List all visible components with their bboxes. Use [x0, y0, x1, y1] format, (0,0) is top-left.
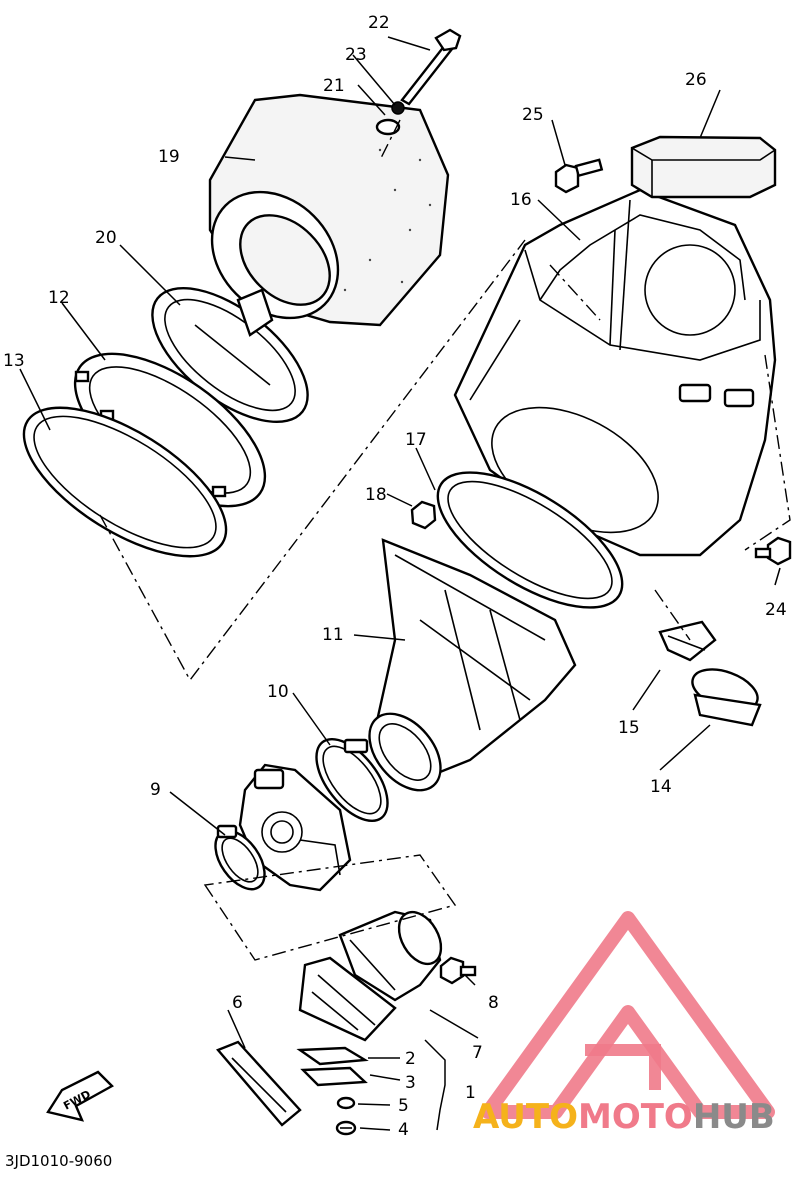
callout-14: 14 [650, 777, 672, 797]
nut-18-drawing [410, 500, 437, 530]
reed-valve-drawing [298, 956, 397, 1042]
clamp-9-drawing [214, 824, 266, 891]
carburetor-joint-drawing [338, 910, 443, 1002]
callout-15: 15 [618, 718, 640, 738]
bolt-24-drawing [754, 536, 792, 566]
callout-4: 4 [398, 1120, 409, 1140]
gasket-6-drawing [216, 1040, 302, 1127]
spring-15-drawing [658, 620, 717, 662]
callout-3: 3 [405, 1073, 416, 1093]
leader-lines [19, 36, 781, 1131]
callout-18: 18 [365, 485, 387, 505]
callout-26: 26 [685, 70, 707, 90]
air-intake-joint-drawing [368, 538, 577, 792]
callout-9: 9 [150, 780, 161, 800]
callout-labels: 1 2 3 4 5 6 7 8 9 10 11 12 13 14 15 16 1… [3, 13, 787, 1140]
callout-5: 5 [398, 1096, 409, 1116]
air-box-drawing [453, 188, 777, 557]
bolt-25-drawing [554, 158, 604, 194]
callout-2: 2 [405, 1049, 416, 1069]
callout-25: 25 [522, 105, 544, 125]
joint-17-drawing [436, 471, 624, 609]
cap-14-drawing [691, 668, 762, 727]
clamp-10-drawing [315, 737, 389, 823]
callout-20: 20 [95, 228, 117, 248]
callout-1: 1 [465, 1083, 476, 1103]
callout-23: 23 [345, 45, 367, 65]
callout-6: 6 [232, 993, 243, 1013]
callout-11: 11 [322, 625, 344, 645]
callout-22: 22 [368, 13, 390, 33]
callout-7: 7 [472, 1043, 483, 1063]
callout-24: 24 [765, 600, 787, 620]
air-filter-drawing [208, 93, 450, 327]
fwd-arrow-icon [46, 1070, 114, 1122]
assembly-line-right [744, 354, 791, 551]
watermark-logo: AUTOMOTOHUB [473, 911, 775, 1137]
callout-13: 13 [3, 351, 25, 371]
callout-8: 8 [488, 993, 499, 1013]
line-art [19, 28, 792, 1136]
foam-pad-drawing [630, 135, 777, 199]
brand-word-auto: AUTO [473, 1097, 578, 1137]
screw-4-drawing [335, 1120, 357, 1136]
stay-bolt-drawing [375, 28, 462, 136]
brand-text: AUTOMOTOHUB [473, 1097, 775, 1137]
callout-12: 12 [48, 288, 70, 308]
reed-plates-drawing [296, 1046, 369, 1087]
gasket-13-drawing [22, 406, 228, 558]
callout-10: 10 [267, 682, 289, 702]
washer-5-drawing [336, 1096, 356, 1110]
diagram-code: 3JD1010-9060 [5, 1152, 112, 1170]
logo-triangle-icon [481, 911, 775, 1119]
brand-word-hub: HUB [693, 1097, 775, 1137]
bolt-8-drawing [439, 956, 477, 985]
callout-19: 19 [158, 147, 180, 167]
callout-21: 21 [323, 76, 345, 96]
assembly-line-lower [203, 854, 457, 961]
callout-17: 17 [405, 430, 427, 450]
callout-16: 16 [510, 190, 532, 210]
brand-word-moto: MOTO [578, 1097, 693, 1137]
